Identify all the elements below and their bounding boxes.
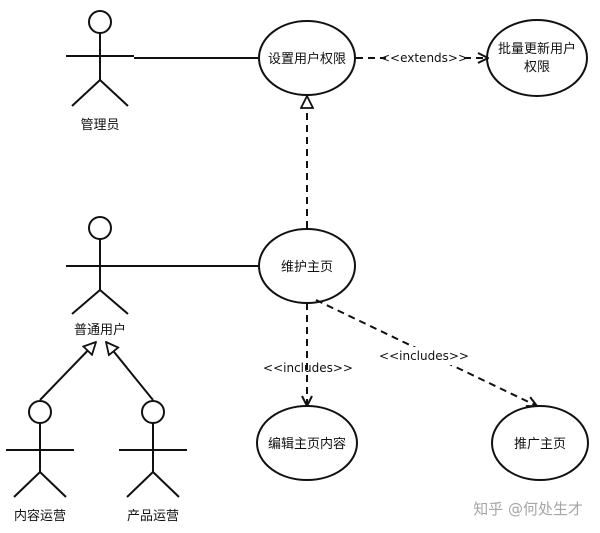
actor-product-ops-label: 产品运营 [127, 509, 179, 524]
actor-content-ops-left-leg [13, 471, 41, 498]
includes-label-right: <<includes>> [379, 349, 469, 363]
extends-label-bg [386, 49, 462, 67]
includes-label-left: <<includes>> [263, 361, 353, 375]
actor-user-head [88, 216, 112, 240]
actor-product-ops-head [141, 400, 165, 424]
actor-product-ops-right-leg [152, 471, 180, 498]
actor-user-label: 普通用户 [74, 322, 126, 338]
actor-user-right-leg [99, 289, 129, 315]
actor-content-ops-right-leg [39, 471, 67, 498]
usecase-set-permissions: 设置用户权限 [258, 20, 356, 96]
watermark: 知乎 @何处生才 [473, 500, 583, 518]
actor-admin-right-leg [99, 79, 129, 107]
usecase-promote-home-ellipse [491, 405, 589, 481]
actor-admin-head [88, 10, 112, 34]
actor-content-ops-head [28, 400, 52, 424]
usecase-set-permissions-label: 设置用户权限 [268, 51, 346, 67]
actor-user-left-leg [71, 289, 101, 315]
actor-admin-left-leg [71, 79, 101, 107]
includes-right-label-bg [383, 347, 465, 365]
usecase-batch-update-ellipse [486, 19, 588, 97]
usecase-promote-home: 推广主页 [491, 405, 589, 481]
actor-product-ops-left-leg [126, 471, 154, 498]
actor-content-ops-label: 内容运营 [14, 508, 66, 524]
usecase-edit-home-content-label: 编辑主页内容 [268, 436, 346, 452]
extends-label: <<extends>> [380, 51, 468, 65]
usecase-batch-update-label-line2: 权限 [524, 59, 550, 75]
usecase-maintain-home-label: 维护主页 [281, 260, 333, 275]
usecase-batch-update: 批量更新用户 权限 [486, 19, 588, 97]
generalization-content-ops [39, 342, 96, 401]
actor-user: 普通用户 [66, 216, 134, 338]
actor-product-ops: 产品运营 [119, 400, 187, 524]
usecase-batch-update-label-line1: 批量更新用户 [498, 41, 576, 57]
usecase-edit-home-content: 编辑主页内容 [256, 405, 358, 481]
actor-content-ops: 内容运营 [6, 400, 74, 524]
usecase-promote-home-label: 推广主页 [514, 437, 566, 452]
usecase-maintain-home: 维护主页 [258, 228, 356, 304]
generalization-product-ops [106, 342, 154, 401]
actor-admin: 管理员 [66, 10, 134, 133]
actor-admin-label: 管理员 [80, 118, 119, 133]
